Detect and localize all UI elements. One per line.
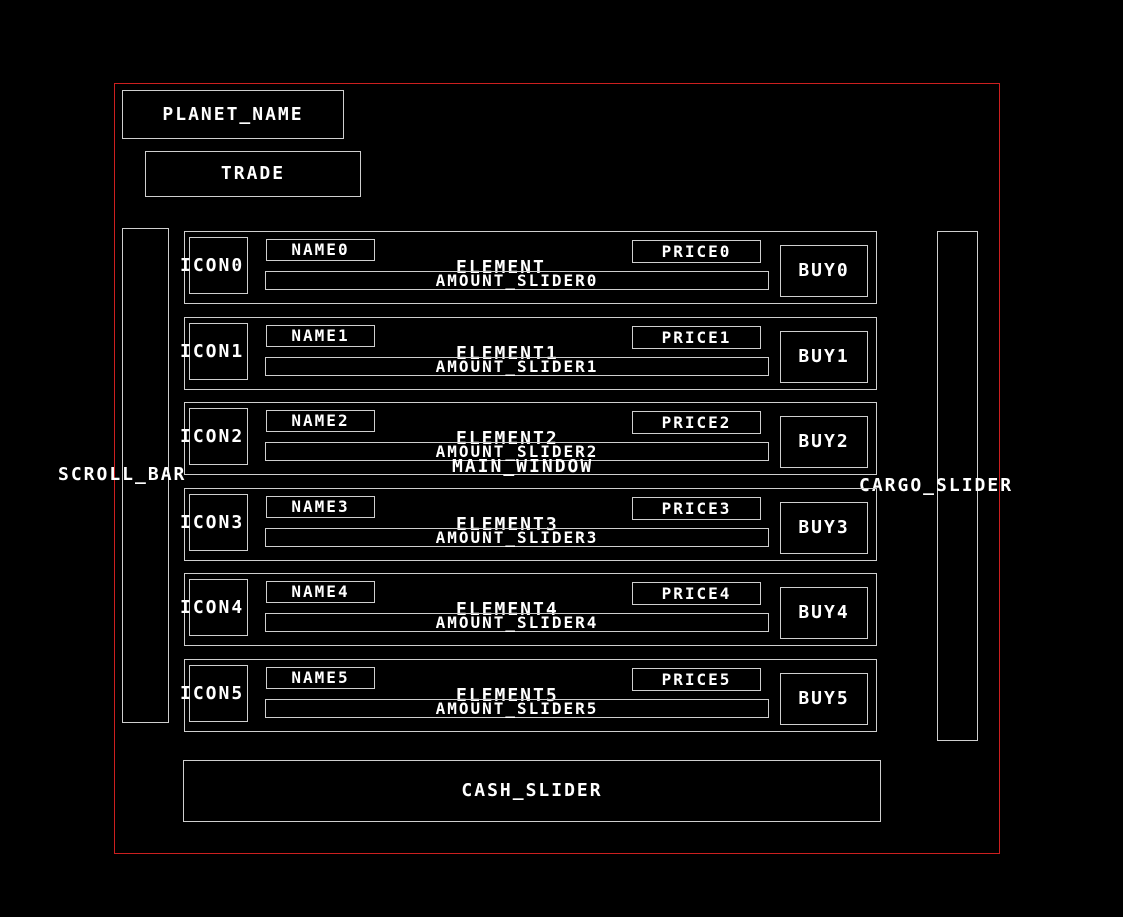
element-row	[184, 402, 877, 475]
amount-slider-label: AMOUNT_SLIDER5	[435, 698, 599, 718]
cash-slider[interactable]: CASH_SLIDER	[183, 760, 881, 822]
buy-button-label: BUY5	[798, 688, 850, 709]
item-price: PRICE0	[632, 240, 761, 263]
item-icon	[189, 237, 248, 294]
item-icon-label: ICON4	[180, 597, 245, 618]
element-label: ELEMENT4	[456, 599, 559, 620]
buy-button-label: BUY2	[798, 431, 850, 452]
item-price: PRICE1	[632, 326, 761, 349]
element-row	[184, 231, 877, 304]
buy-button[interactable]: BUY3	[780, 502, 868, 554]
item-icon-label: ICON2	[180, 426, 245, 447]
item-name-label: NAME2	[291, 411, 350, 430]
item-icon	[189, 665, 248, 722]
main-window-label: MAIN_WINDOW	[452, 456, 594, 477]
element-label: ELEMENT	[456, 257, 546, 278]
item-price-label: PRICE5	[661, 669, 732, 689]
item-name-label: NAME1	[291, 326, 350, 345]
item-icon-label: ICON1	[180, 341, 245, 362]
item-icon	[189, 579, 248, 636]
item-price-label: PRICE2	[661, 412, 732, 432]
buy-button-label: BUY4	[798, 602, 850, 623]
item-name-label: NAME5	[291, 668, 350, 687]
amount-slider[interactable]: AMOUNT_SLIDER2	[265, 442, 769, 461]
amount-slider[interactable]: AMOUNT_SLIDER1	[265, 357, 769, 376]
scroll-bar-label: SCROLL_BAR	[58, 464, 187, 485]
element-label: ELEMENT5	[456, 685, 559, 706]
item-name-label: NAME3	[291, 497, 350, 516]
item-price: PRICE4	[632, 582, 761, 605]
item-name: NAME2	[266, 410, 375, 432]
item-name: NAME1	[266, 325, 375, 347]
element-row	[184, 488, 877, 561]
amount-slider[interactable]: AMOUNT_SLIDER3	[265, 528, 769, 547]
amount-slider-label: AMOUNT_SLIDER0	[435, 270, 599, 290]
cash-slider-label: CASH_SLIDER	[461, 780, 603, 801]
buy-button[interactable]: BUY1	[780, 331, 868, 383]
element-row	[184, 573, 877, 646]
item-name: NAME3	[266, 496, 375, 518]
amount-slider[interactable]: AMOUNT_SLIDER5	[265, 699, 769, 718]
cargo-slider-label: CARGO_SLIDER	[859, 475, 1014, 496]
element-row	[184, 659, 877, 732]
item-name: NAME5	[266, 667, 375, 689]
item-price-label: PRICE0	[661, 241, 732, 261]
buy-button-label: BUY3	[798, 517, 850, 538]
item-price-label: PRICE4	[661, 583, 732, 603]
item-price-label: PRICE1	[661, 327, 732, 347]
cargo-slider[interactable]	[937, 231, 978, 741]
buy-button-label: BUY1	[798, 346, 850, 367]
amount-slider[interactable]: AMOUNT_SLIDER4	[265, 613, 769, 632]
item-name-label: NAME0	[291, 240, 350, 259]
item-icon-label: ICON3	[180, 512, 245, 533]
scroll-bar[interactable]	[122, 228, 169, 723]
planet-name-box: PLANET_NAME	[122, 90, 344, 139]
item-price-label: PRICE3	[661, 498, 732, 518]
buy-button[interactable]: BUY0	[780, 245, 868, 297]
amount-slider[interactable]: AMOUNT_SLIDER0	[265, 271, 769, 290]
buy-button[interactable]: BUY2	[780, 416, 868, 468]
item-price: PRICE2	[632, 411, 761, 434]
item-icon	[189, 323, 248, 380]
trade-button[interactable]: TRADE	[145, 151, 361, 197]
item-name-label: NAME4	[291, 582, 350, 601]
trade-label: TRADE	[220, 163, 286, 184]
amount-slider-label: AMOUNT_SLIDER1	[435, 356, 599, 376]
element-label: ELEMENT3	[456, 514, 559, 535]
main-window	[114, 83, 1000, 854]
buy-button[interactable]: BUY5	[780, 673, 868, 725]
item-name: NAME0	[266, 239, 375, 261]
item-name: NAME4	[266, 581, 375, 603]
amount-slider-label: AMOUNT_SLIDER2	[435, 441, 599, 461]
element-label: ELEMENT1	[456, 343, 559, 364]
item-icon	[189, 494, 248, 551]
planet-name-label: PLANET_NAME	[162, 103, 304, 125]
amount-slider-label: AMOUNT_SLIDER3	[435, 527, 599, 547]
item-icon-label: ICON5	[180, 683, 245, 704]
buy-button[interactable]: BUY4	[780, 587, 868, 639]
element-row	[184, 317, 877, 390]
item-icon-label: ICON0	[180, 255, 245, 276]
amount-slider-label: AMOUNT_SLIDER4	[435, 612, 599, 632]
item-price: PRICE5	[632, 668, 761, 691]
item-price: PRICE3	[632, 497, 761, 520]
item-icon	[189, 408, 248, 465]
buy-button-label: BUY0	[798, 260, 850, 281]
element-label: ELEMENT2	[456, 428, 559, 449]
